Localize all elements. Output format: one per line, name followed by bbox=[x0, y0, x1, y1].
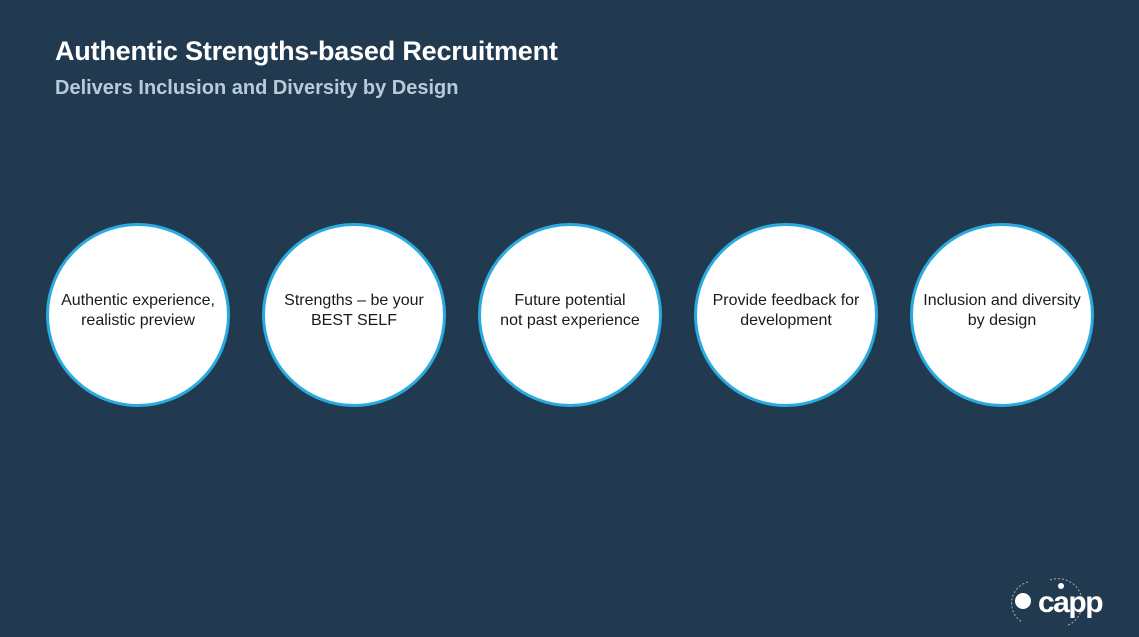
principle-circle-future-potential: Future potential not past experience bbox=[478, 223, 662, 407]
principle-label: Future potential not past experience bbox=[500, 292, 640, 329]
principle-label: Inclusion and diversity by design bbox=[923, 292, 1081, 329]
principle-label: Strengths – be your BEST SELF bbox=[284, 292, 424, 329]
principle-circle-inclusion-diversity: Inclusion and diversity by design bbox=[910, 223, 1094, 407]
principle-label: Provide feedback for development bbox=[712, 292, 860, 329]
principle-circle-strengths: Strengths – be your BEST SELF bbox=[262, 223, 446, 407]
principle-circle-authentic-experience: Authentic experience, realistic preview bbox=[46, 223, 230, 407]
capp-logo-mark-icon bbox=[1011, 578, 1083, 627]
slide-title: Authentic Strengths-based Recruitment bbox=[55, 36, 558, 66]
capp-logo: capp bbox=[1010, 578, 1110, 630]
principle-label: Authentic experience, realistic preview bbox=[61, 292, 215, 329]
slide-subtitle: Delivers Inclusion and Diversity by Desi… bbox=[55, 77, 459, 99]
principle-circle-feedback: Provide feedback for development bbox=[694, 223, 878, 407]
capp-logo-text: capp bbox=[1038, 586, 1104, 619]
